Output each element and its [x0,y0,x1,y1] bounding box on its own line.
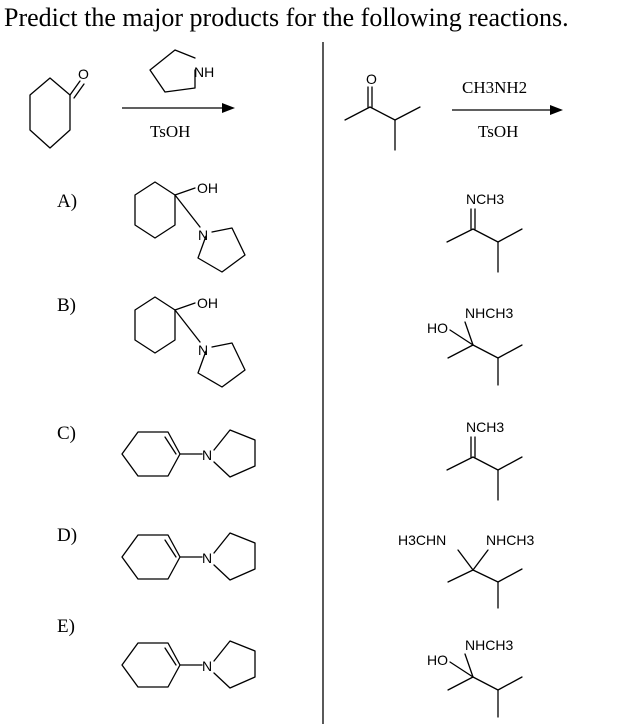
methyl-isopropyl-ketone-structure: O [344,71,421,151]
choice-c-letter: C) [57,423,76,444]
choice-d-letter: D) [57,525,77,546]
choice-e-letter: E) [57,616,75,637]
choice-a-right-structure: NCH3 [446,191,523,273]
ketone-oxygen-label: O [366,71,377,87]
cyclohexanone-structure: O [29,66,89,149]
choice-c-nch3-label: NCH3 [466,419,504,435]
choice-d-h3chn-label: H3CHN [398,532,446,548]
choice-e-n-label: N [202,658,212,674]
choice-d-right-structure: H3CHN NHCH3 [398,532,534,609]
carbonyl-oxygen-label: O [78,66,89,82]
right-arrow-head [550,105,563,115]
right-reagent-text: CH3NH2 [462,78,527,97]
choice-d-n-label: N [202,550,212,566]
choice-d-nhch3-label: NHCH3 [486,532,534,548]
choice-e-left-structure: N [121,640,256,689]
question-text: Predict the major products for the follo… [4,3,569,32]
choice-b-right-structure: NHCH3 HO [427,305,523,386]
choice-c-n-label: N [202,447,212,463]
choice-b-n-label: N [198,342,208,358]
choice-a-oh-label: OH [197,180,218,196]
choice-c-left-structure: N [121,429,256,478]
pyrrolidine-nh-label: NH [194,64,214,80]
choice-b-letter: B) [57,295,76,316]
choice-a-letter: A) [57,191,77,212]
choice-d-left-structure: N [121,532,256,581]
right-condition-text: TsOH [478,122,518,141]
choice-a-n-label: N [198,227,208,243]
choice-a-left-structure: OH N [134,180,246,273]
choice-b-left-structure: OH N [134,295,246,388]
choice-b-nhch3-label: NHCH3 [465,305,513,321]
pyrrolidine-structure: NH [149,49,214,93]
choice-b-ho-label: HO [427,320,448,336]
choice-c-right-structure: NCH3 [446,419,523,501]
choice-e-right-structure: NHCH3 HO [427,637,523,718]
choice-e-nhch3-label: NHCH3 [465,637,513,653]
left-arrow-head [222,103,235,113]
choice-a-nch3-label: NCH3 [466,191,504,207]
left-condition-text: TsOH [150,122,190,141]
choice-b-oh-label: OH [197,295,218,311]
choice-e-ho-label: HO [427,652,448,668]
